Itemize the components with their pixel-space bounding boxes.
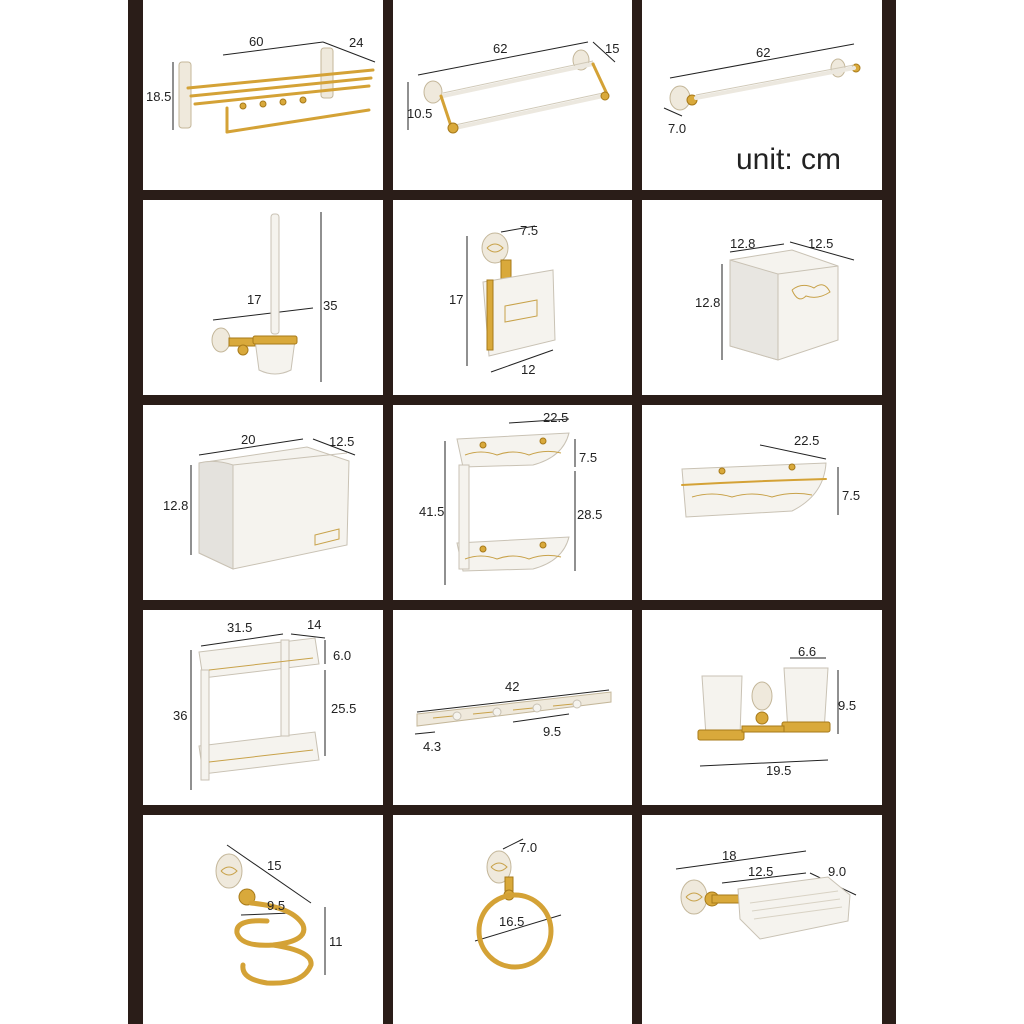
dim-label: 6.6 bbox=[798, 644, 817, 659]
dim-label: 41.5 bbox=[419, 504, 445, 519]
covered-paper-box-large-illustration bbox=[190, 438, 356, 570]
toilet-paper-holder-illustration bbox=[466, 225, 556, 373]
product-covered-paper-box-small: 12.8 12.5 12.8 bbox=[642, 200, 882, 395]
corner-shelf-single-illustration bbox=[681, 444, 839, 518]
towel-rack-shelf-illustration bbox=[172, 41, 376, 134]
dim-label: 22.5 bbox=[543, 410, 569, 425]
product-covered-paper-box-large: 20 12.5 12.8 bbox=[143, 405, 383, 600]
dim-label: 28.5 bbox=[577, 507, 603, 522]
dim-label: 7.5 bbox=[579, 450, 598, 465]
product-towel-ring: 7.0 16.5 bbox=[393, 815, 632, 1024]
dim-label: 7.0 bbox=[668, 121, 687, 136]
dim-label: 31.5 bbox=[227, 620, 253, 635]
product-corner-shelf-double: 22.5 7.5 41.5 28.5 bbox=[393, 405, 632, 600]
dim-label: 11 bbox=[329, 934, 343, 949]
product-single-towel-bar: 62 7.0 unit: cm bbox=[642, 0, 882, 190]
robe-hook-rail-illustration bbox=[414, 689, 612, 735]
dim-label: 60 bbox=[249, 34, 264, 49]
double-towel-bar-illustration bbox=[407, 41, 616, 134]
dim-label: 9.5 bbox=[543, 724, 562, 739]
rectangular-shelf-double-illustration bbox=[190, 633, 326, 790]
dim-label: 7.5 bbox=[842, 488, 861, 503]
dim-label: 9.5 bbox=[838, 698, 857, 713]
double-cup-holder-illustration bbox=[697, 657, 839, 767]
dim-label: 9.0 bbox=[828, 864, 847, 879]
dim-label: 15 bbox=[267, 858, 282, 873]
dim-label: 16.5 bbox=[499, 914, 525, 929]
covered-paper-box-small-illustration bbox=[721, 241, 855, 361]
dim-label: 4.3 bbox=[423, 739, 442, 754]
dim-label: 10.5 bbox=[407, 106, 433, 121]
product-robe-hook-rail: 42 4.3 9.5 bbox=[393, 610, 632, 805]
dim-label: 12.5 bbox=[808, 236, 834, 251]
dim-label: 20 bbox=[241, 432, 256, 447]
product-toilet-brush-holder: 17 35 bbox=[143, 200, 383, 395]
single-towel-bar-illustration bbox=[663, 43, 861, 117]
product-double-towel-bar: 62 15 10.5 bbox=[393, 0, 632, 190]
toilet-brush-holder-illustration bbox=[211, 212, 322, 382]
dim-label: 17 bbox=[247, 292, 262, 307]
soap-dish-illustration bbox=[675, 850, 857, 940]
dim-label: 25.5 bbox=[331, 701, 357, 716]
product-corner-shelf-single: 22.5 7.5 bbox=[642, 405, 882, 600]
dim-label: 14 bbox=[307, 617, 322, 632]
dim-label: 22.5 bbox=[794, 433, 820, 448]
product-hair-dryer-holder: 15 9.5 11 bbox=[143, 815, 383, 1024]
hair-dryer-holder-illustration bbox=[215, 844, 326, 986]
dim-label: 12.8 bbox=[730, 236, 756, 251]
dim-label: 19.5 bbox=[766, 763, 792, 778]
unit-label: unit: cm bbox=[736, 143, 842, 176]
towel-ring-illustration bbox=[474, 838, 562, 970]
dim-label: 12.5 bbox=[748, 864, 774, 879]
dim-label: 12.5 bbox=[329, 434, 355, 449]
dim-label: 18 bbox=[722, 848, 737, 863]
dim-label: 24 bbox=[349, 35, 364, 50]
product-rectangular-shelf-double: 31.5 14 6.0 36 25.5 bbox=[143, 610, 383, 805]
dim-label: 42 bbox=[505, 679, 520, 694]
dim-label: 12 bbox=[521, 362, 536, 377]
product-toilet-paper-holder: 7.5 17 12 bbox=[393, 200, 632, 395]
dim-label: 17 bbox=[449, 292, 464, 307]
corner-shelf-double-illustration bbox=[444, 418, 576, 585]
product-double-cup-holder: 6.6 9.5 19.5 bbox=[642, 610, 882, 805]
dim-label: 18.5 bbox=[146, 89, 172, 104]
dim-label: 6.0 bbox=[333, 648, 352, 663]
dim-label: 7.5 bbox=[520, 223, 539, 238]
product-towel-rack-shelf: 60 24 18.5 bbox=[143, 0, 383, 190]
dim-label: 36 bbox=[173, 708, 188, 723]
dim-label: 12.8 bbox=[695, 295, 721, 310]
dim-label: 12.8 bbox=[163, 498, 189, 513]
product-soap-dish: 18 12.5 9.0 bbox=[642, 815, 882, 1024]
dim-label: 7.0 bbox=[519, 840, 538, 855]
dim-label: 62 bbox=[493, 41, 508, 56]
dim-label: 62 bbox=[756, 45, 771, 60]
dim-label: 9.5 bbox=[267, 898, 286, 913]
dim-label: 15 bbox=[605, 41, 620, 56]
dim-label: 35 bbox=[323, 298, 338, 313]
